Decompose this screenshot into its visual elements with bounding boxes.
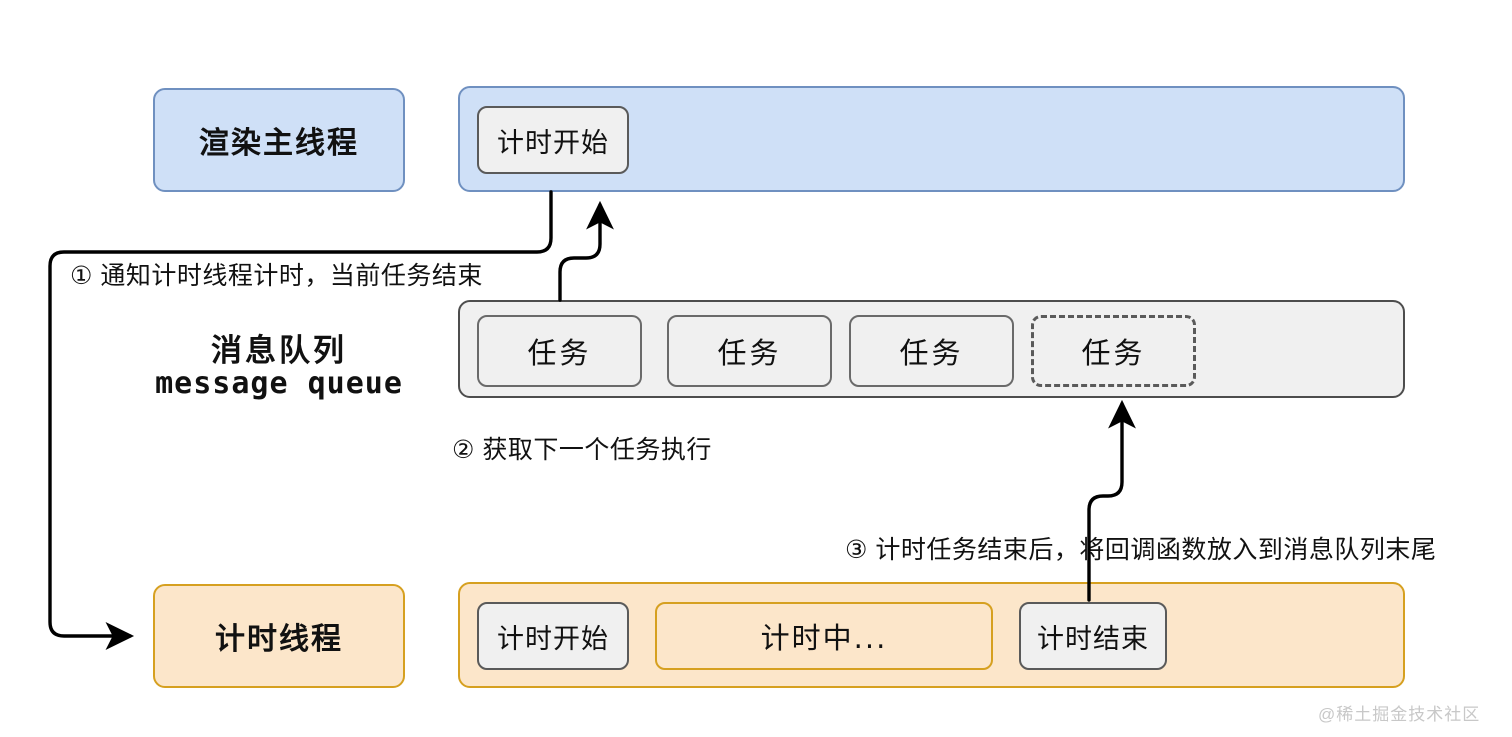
- timer-chip-start-label: 计时开始: [497, 623, 609, 654]
- arrow-step-2: [558, 200, 614, 302]
- queue-task-2-label: 任务: [717, 338, 782, 370]
- main-thread-label-box: 渲染主线程: [153, 88, 405, 192]
- timer-thread-label-box: 计时线程: [153, 584, 405, 688]
- message-queue-subtitle: message queue: [155, 366, 403, 401]
- annotation-step-3: ③ 计时任务结束后，将回调函数放入到消息队列末尾: [845, 536, 1437, 564]
- queue-task-2: 任务: [667, 315, 832, 387]
- queue-task-3: 任务: [849, 315, 1014, 387]
- main-thread-lane: 计时开始: [458, 86, 1405, 192]
- timer-chip-end: 计时结束: [1019, 602, 1167, 670]
- timer-chip-running: 计时中...: [655, 602, 993, 670]
- watermark: @稀土掘金技术社区: [1318, 705, 1481, 724]
- queue-task-1: 任务: [477, 315, 642, 387]
- arrow-step-3: [1087, 399, 1136, 602]
- queue-task-4-pending: 任务: [1031, 315, 1196, 387]
- queue-task-1-label: 任务: [527, 338, 592, 370]
- timer-thread-label: 计时线程: [215, 623, 343, 656]
- queue-task-3-label: 任务: [899, 338, 964, 370]
- timer-thread-lane: 计时开始 计时中... 计时结束: [458, 582, 1405, 688]
- main-thread-label: 渲染主线程: [199, 127, 359, 160]
- message-queue-title: 消息队列: [211, 333, 347, 368]
- timer-chip-running-label: 计时中...: [760, 621, 888, 655]
- annotation-step-1: ① 通知计时线程计时，当前任务结束: [70, 262, 483, 290]
- main-thread-chip-timer-start-label: 计时开始: [497, 127, 609, 158]
- main-thread-chip-timer-start: 计时开始: [477, 106, 629, 174]
- timer-chip-start: 计时开始: [477, 602, 629, 670]
- message-queue-lane: 任务 任务 任务 任务: [458, 300, 1405, 398]
- timer-chip-end-label: 计时结束: [1037, 623, 1149, 654]
- annotation-step-2: ② 获取下一个任务执行: [452, 436, 712, 464]
- queue-task-4-label: 任务: [1081, 338, 1146, 370]
